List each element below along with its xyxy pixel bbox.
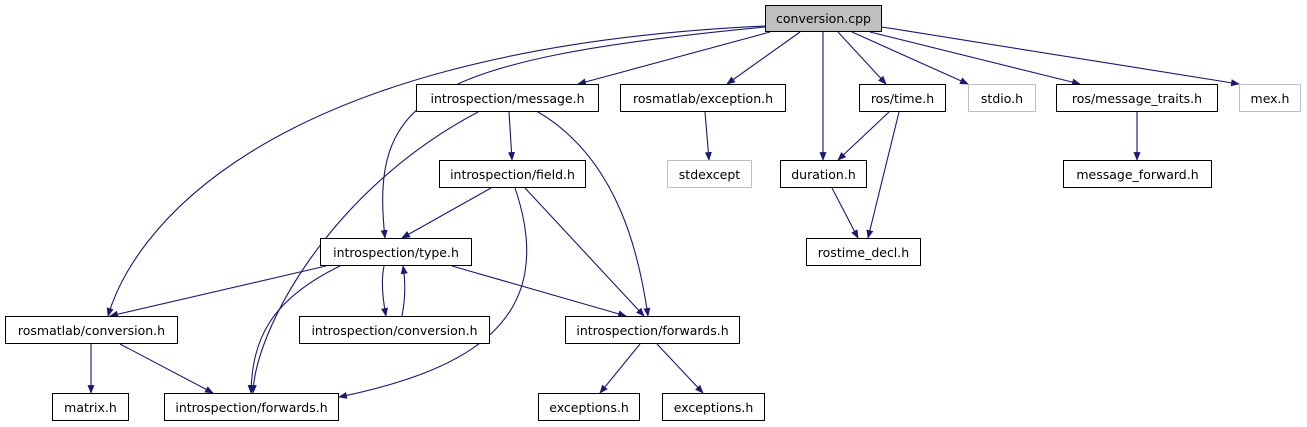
edge-intro_type-to-rm_conversion bbox=[109, 265, 327, 318]
node-ros-traits[interactable]: ros/message_traits.h bbox=[1056, 84, 1218, 112]
node-exceptions-a[interactable]: exceptions.h bbox=[538, 393, 640, 421]
node-label: stdexcept bbox=[678, 166, 741, 182]
node-label: introspection/forwards.h bbox=[576, 322, 729, 338]
edge-conversion_cpp-to-mex bbox=[881, 26, 1240, 87]
edge-conversion_cpp-to-intro_type bbox=[380, 26, 766, 239]
node-intro-conversion[interactable]: introspection/conversion.h bbox=[299, 316, 490, 344]
edge-duration-to-rostime_decl bbox=[831, 187, 859, 239]
node-mex: mex.h bbox=[1239, 84, 1301, 112]
node-label: exceptions.h bbox=[549, 399, 629, 415]
edge-conversion_cpp-to-rm_exception bbox=[726, 31, 801, 85]
node-rm-exception[interactable]: rosmatlab/exception.h bbox=[620, 84, 786, 112]
node-label: ros/message_traits.h bbox=[1071, 90, 1203, 106]
edge-conversion_cpp-to-intro_message bbox=[577, 31, 771, 86]
edge-conversion_cpp-to-ros_traits bbox=[869, 31, 1081, 86]
node-label: rostime_decl.h bbox=[817, 244, 910, 260]
edge-ros_time-to-duration bbox=[837, 111, 890, 161]
node-stdexcept: stdexcept bbox=[667, 160, 752, 188]
edge-conversion_cpp-to-ros_time bbox=[837, 31, 887, 85]
edge-intro_forwards_a-to-exceptions_b bbox=[656, 343, 704, 394]
node-label: introspection/forwards.h bbox=[175, 399, 328, 415]
node-label: rosmatlab/conversion.h bbox=[17, 322, 166, 338]
node-intro-type[interactable]: introspection/type.h bbox=[320, 238, 472, 266]
edge-intro_message-to-intro_forwards_a bbox=[537, 111, 651, 317]
node-conversion-cpp: conversion.cpp bbox=[765, 5, 882, 32]
node-intro-forwards-a[interactable]: introspection/forwards.h bbox=[565, 316, 740, 344]
node-label: stdio.h bbox=[980, 90, 1024, 106]
node-stdio: stdio.h bbox=[968, 84, 1036, 112]
node-rm-conversion[interactable]: rosmatlab/conversion.h bbox=[5, 316, 178, 344]
node-intro-forwards-b[interactable]: introspection/forwards.h bbox=[164, 393, 339, 421]
edge-rm_conversion-to-intro_forwards_b bbox=[119, 343, 214, 394]
node-intro-field[interactable]: introspection/field.h bbox=[439, 160, 586, 188]
node-msg-forward[interactable]: message_forward.h bbox=[1063, 160, 1212, 188]
node-label: ros/time.h bbox=[870, 90, 935, 106]
edge-ros_time-to-rostime_decl bbox=[866, 111, 900, 239]
edge-conversion_cpp-to-stdio bbox=[851, 31, 969, 85]
node-label: exceptions.h bbox=[673, 399, 754, 415]
edge-intro_field-to-intro_type bbox=[401, 187, 492, 239]
edge-intro_field-to-intro_forwards_b bbox=[338, 187, 528, 399]
node-intro-message[interactable]: introspection/message.h bbox=[416, 84, 599, 112]
node-label: duration.h bbox=[791, 166, 856, 182]
node-label: conversion.cpp bbox=[776, 11, 871, 26]
edge-intro_type-to-intro_conversion bbox=[381, 265, 388, 317]
edge-intro_type-to-intro_forwards_b bbox=[247, 265, 341, 394]
node-label: introspection/conversion.h bbox=[311, 322, 478, 338]
edge-intro_message-to-intro_field bbox=[507, 111, 516, 161]
edge-intro_message-to-intro_forwards_b bbox=[249, 111, 479, 394]
node-label: introspection/field.h bbox=[450, 166, 575, 182]
node-ros-time[interactable]: ros/time.h bbox=[859, 84, 946, 112]
node-label: introspection/message.h bbox=[430, 90, 585, 106]
node-exceptions-b[interactable]: exceptions.h bbox=[662, 393, 765, 421]
edge-intro_conversion-to-intro_type bbox=[400, 265, 408, 317]
edge-rm_exception-to-stdexcept bbox=[704, 111, 712, 161]
edge-intro_forwards_a-to-exceptions_a bbox=[599, 343, 641, 394]
node-label: message_forward.h bbox=[1076, 166, 1199, 182]
edge-intro_field-to-intro_forwards_a bbox=[524, 187, 645, 317]
edge-conversion_cpp-to-rm_conversion bbox=[106, 25, 766, 317]
node-label: mex.h bbox=[1250, 90, 1290, 106]
node-rostime-decl[interactable]: rostime_decl.h bbox=[806, 238, 921, 266]
node-label: matrix.h bbox=[64, 399, 117, 415]
node-label: introspection/type.h bbox=[333, 244, 459, 260]
node-duration[interactable]: duration.h bbox=[780, 160, 867, 188]
node-matrix[interactable]: matrix.h bbox=[52, 393, 129, 421]
edge-intro_type-to-intro_forwards_a bbox=[451, 265, 627, 318]
node-label: rosmatlab/exception.h bbox=[632, 90, 774, 106]
